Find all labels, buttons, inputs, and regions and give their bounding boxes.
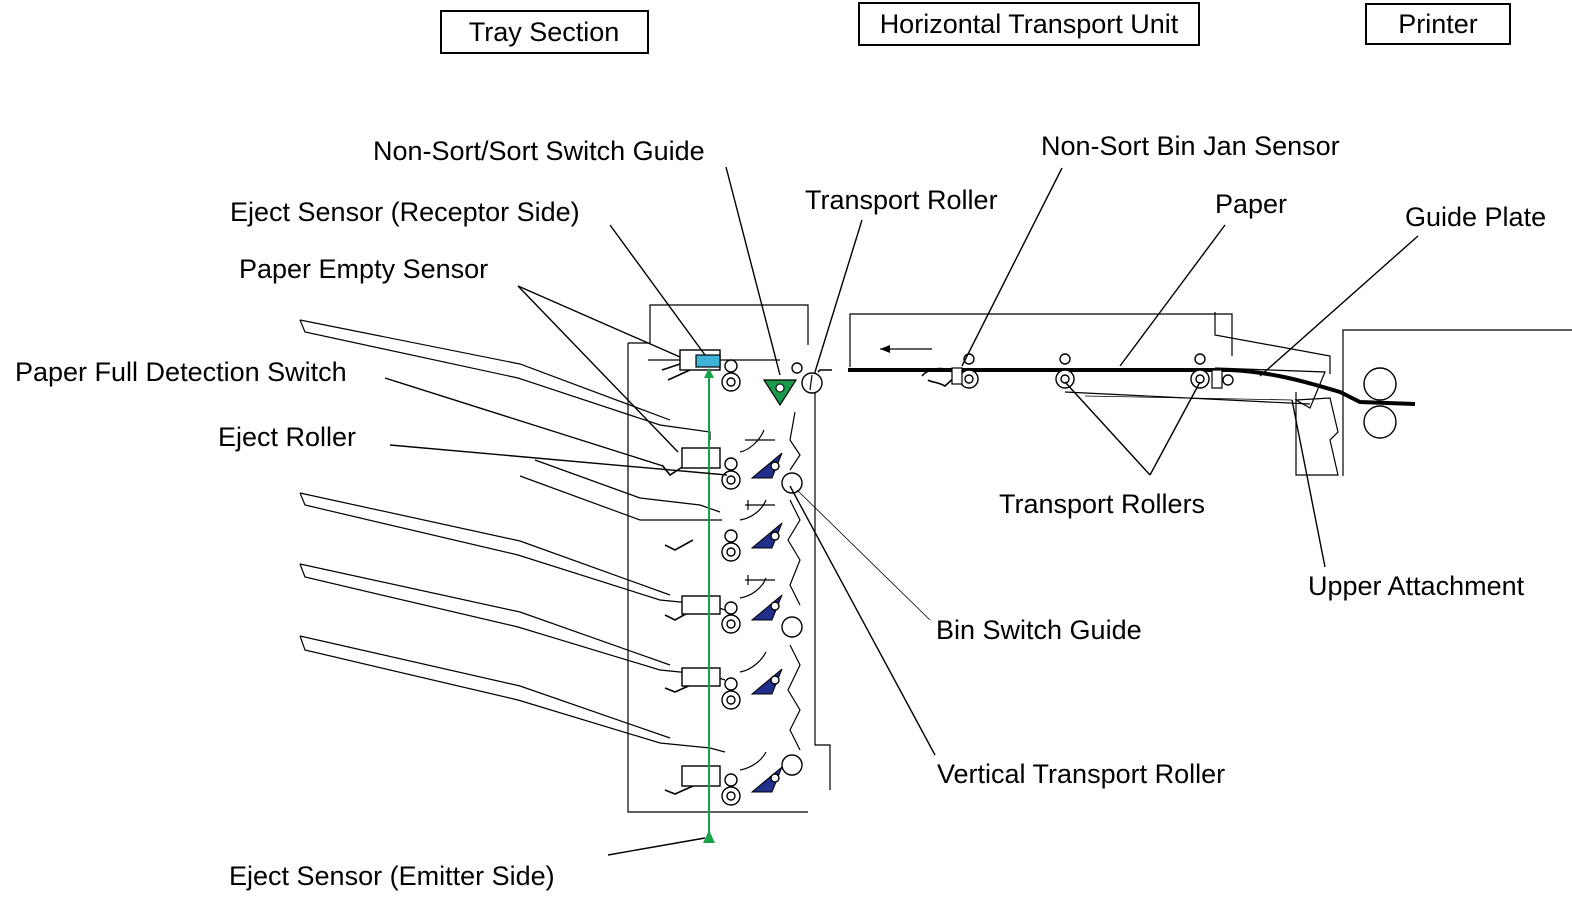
label-non-sort-sort-switch-guide: Non-Sort/Sort Switch Guide bbox=[373, 136, 705, 166]
vertical-transport-roller-1 bbox=[781, 472, 803, 494]
bin-2b bbox=[519, 475, 722, 521]
horizontal-transport-unit-label: Horizontal Transport Unit bbox=[880, 9, 1179, 39]
bin-5 bbox=[299, 635, 726, 753]
tray-section-box: Tray Section bbox=[440, 10, 649, 54]
label-paper-empty-sensor: Paper Empty Sensor bbox=[239, 254, 488, 284]
label-eject-sensor-emitter: Eject Sensor (Emitter Side) bbox=[229, 861, 555, 891]
non-sort-sort-switch-guide bbox=[762, 379, 798, 407]
label-paper-full-detection-switch: Paper Full Detection Switch bbox=[15, 357, 347, 387]
vertical-transport-roller-3 bbox=[781, 754, 803, 776]
label-vertical-transport-roller: Vertical Transport Roller bbox=[937, 759, 1225, 789]
bins bbox=[299, 319, 726, 753]
label-non-sort-bin-jam-sensor: Non-Sort Bin Jan Sensor bbox=[1041, 131, 1340, 161]
non-sort-bin-jam-sensor bbox=[921, 367, 958, 387]
printer-rollers bbox=[1342, 329, 1572, 476]
label-guide-plate: Guide Plate bbox=[1405, 202, 1546, 232]
printer-label: Printer bbox=[1398, 9, 1478, 39]
label-upper-attachment: Upper Attachment bbox=[1308, 571, 1525, 601]
bin-level-components bbox=[661, 349, 803, 806]
label-paper: Paper bbox=[1215, 189, 1287, 219]
tray-section-label: Tray Section bbox=[469, 17, 620, 47]
leader-lines bbox=[384, 166, 1419, 856]
label-transport-rollers: Transport Rollers bbox=[999, 489, 1205, 519]
eject-sensor-beam bbox=[703, 368, 715, 843]
label-eject-sensor-receptor: Eject Sensor (Receptor Side) bbox=[230, 197, 580, 227]
vertical-transport-roller-2 bbox=[781, 616, 803, 638]
horizontal-transport-unit-box: Horizontal Transport Unit bbox=[858, 2, 1200, 46]
eject-sensor-receptor bbox=[695, 354, 721, 368]
horizontal-transport-unit bbox=[848, 312, 1416, 476]
bin-3 bbox=[299, 492, 726, 611]
callout-labels: Non-Sort/Sort Switch Guide Non-Sort Bin … bbox=[15, 131, 1546, 891]
top-transport-roller bbox=[791, 362, 832, 394]
paper bbox=[848, 368, 1416, 406]
eject-sensor-emitter bbox=[703, 830, 715, 843]
printer-box: Printer bbox=[1365, 3, 1511, 45]
label-bin-switch-guide: Bin Switch Guide bbox=[936, 615, 1142, 645]
label-eject-roller: Eject Roller bbox=[218, 422, 356, 452]
bin-4 bbox=[299, 563, 726, 681]
label-transport-roller: Transport Roller bbox=[805, 185, 998, 215]
